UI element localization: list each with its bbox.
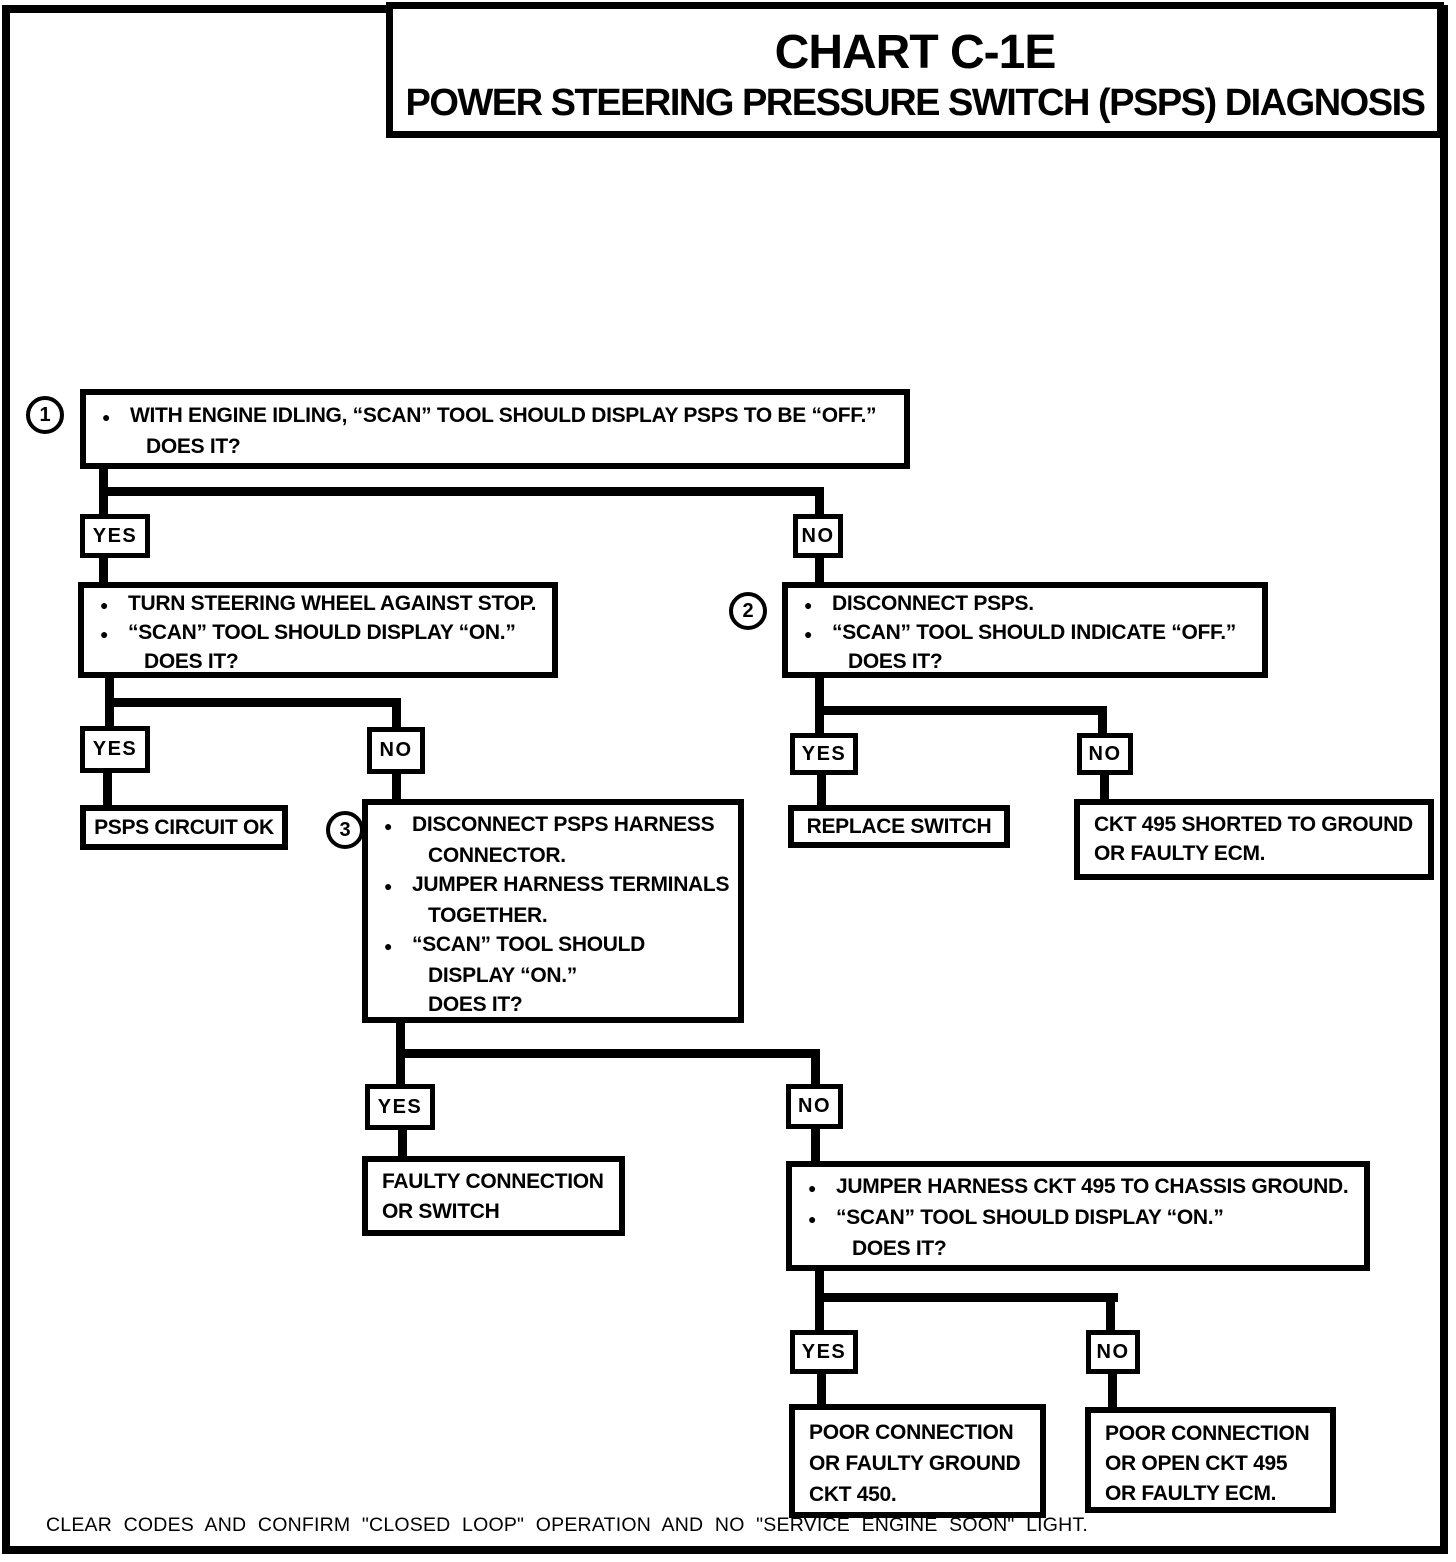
connector-line (817, 1373, 826, 1405)
connector-line (817, 774, 826, 806)
bullet-icon: ● (804, 597, 813, 613)
box-line: DOES IT? (852, 1237, 947, 1260)
result-box-ckt495-shorted: CKT 495 SHORTED TO GROUND OR FAULTY ECM. (1074, 799, 1434, 880)
yes-label-3: YES (790, 733, 858, 775)
connector-line (1108, 1373, 1117, 1408)
connector-line (1100, 774, 1109, 800)
connector-line (815, 715, 824, 734)
box-line: DISPLAY “ON.” (428, 964, 577, 987)
box-line: JUMPER HARNESS TERMINALS (412, 873, 730, 896)
connector-line (815, 496, 824, 516)
box-line: REPLACE SWITCH (806, 814, 992, 838)
step-number-3: 3 (326, 811, 364, 849)
box-line: OR OPEN CKT 495 (1105, 1452, 1288, 1475)
connector-line (396, 1022, 405, 1054)
connector-line (815, 1270, 824, 1298)
connector-line (99, 496, 108, 516)
box-line: DOES IT? (146, 435, 241, 458)
box-line: DISCONNECT PSPS. (832, 592, 1034, 615)
connector-line (105, 676, 114, 702)
bullet-icon: ● (808, 1180, 817, 1196)
yes-label-4: YES (365, 1084, 435, 1130)
connector-line (99, 487, 824, 496)
connector-line (396, 1049, 820, 1058)
decision-box-disconnect-harness: ● DISCONNECT PSPS HARNESS CONNECTOR. ● JUM… (362, 799, 744, 1023)
yes-label-5: YES (790, 1330, 858, 1374)
decision-box-turn-wheel: ● TURN STEERING WHEEL AGAINST STOP. ● “SCA… (78, 582, 558, 678)
no-label-2: NO (367, 727, 425, 774)
result-box-replace-switch: REPLACE SWITCH (788, 805, 1010, 848)
box-line: OR FAULTY GROUND (809, 1452, 1021, 1475)
connector-line (815, 556, 824, 583)
box-line: “SCAN” TOOL SHOULD INDICATE “OFF.” (832, 621, 1236, 644)
box-line: OR FAULTY ECM. (1105, 1482, 1277, 1505)
connector-line (103, 772, 112, 806)
no-label-1: NO (793, 514, 843, 558)
box-line: CKT 495 SHORTED TO GROUND (1094, 813, 1413, 836)
connector-line (811, 1058, 820, 1085)
box-line: DOES IT? (848, 650, 943, 673)
connector-line (396, 1058, 405, 1085)
connector-line (398, 1129, 407, 1157)
connector-line (815, 1293, 1118, 1302)
box-line: “SCAN” TOOL SHOULD DISPLAY “ON.” (836, 1206, 1224, 1229)
step-number-2: 2 (729, 592, 767, 630)
box-line: DISCONNECT PSPS HARNESS (412, 813, 715, 836)
box-line: TOGETHER. (428, 904, 548, 927)
decision-box-disconnect-psps: ● DISCONNECT PSPS. ● “SCAN” TOOL SHOULD IN… (782, 582, 1268, 678)
yes-label-2: YES (80, 726, 150, 773)
box-line: OR FAULTY ECM. (1094, 842, 1266, 865)
box-line: CKT 450. (809, 1483, 897, 1506)
connector-line (815, 676, 824, 714)
box-line: DOES IT? (144, 650, 239, 673)
decision-box-jumper-ground: ● JUMPER HARNESS CKT 495 TO CHASSIS GROUN… (786, 1161, 1370, 1271)
box-line: TURN STEERING WHEEL AGAINST STOP. (128, 592, 537, 615)
chart-subtitle: POWER STEERING PRESSURE SWITCH (PSPS) DI… (405, 82, 1426, 124)
connector-line (815, 706, 1107, 715)
page-border (2, 5, 1448, 1554)
bullet-icon: ● (804, 626, 813, 642)
connector-line (105, 707, 114, 727)
box-line: “SCAN” TOOL SHOULD DISPLAY “ON.” (128, 621, 516, 644)
chart-title: CHART C-1E (774, 26, 1057, 79)
box-line: FAULTY CONNECTION (382, 1170, 604, 1193)
bullet-icon: ● (384, 878, 393, 894)
step-number-1: 1 (26, 396, 64, 434)
result-box-poor-open: POOR CONNECTION OR OPEN CKT 495 OR FAULT… (1085, 1407, 1336, 1513)
result-box-psps-circuit-ok: PSPS CIRCUIT OK (80, 805, 288, 850)
bullet-icon: ● (808, 1211, 817, 1227)
bullet-icon: ● (100, 597, 109, 613)
no-label-3: NO (1077, 733, 1133, 775)
result-box-faulty-connection: FAULTY CONNECTION OR SWITCH (362, 1156, 625, 1236)
connector-line (815, 1302, 824, 1331)
result-box-poor-ground: POOR CONNECTION OR FAULTY GROUND CKT 450… (789, 1404, 1046, 1518)
box-line: “SCAN” TOOL SHOULD (412, 933, 646, 956)
bullet-icon: ● (384, 818, 393, 834)
box-line: DOES IT? (428, 993, 523, 1016)
box-line: POOR CONNECTION (1105, 1422, 1310, 1445)
bullet-icon: ● (102, 409, 111, 425)
connector-line (392, 707, 401, 728)
connector-line (1098, 715, 1107, 734)
box-line: JUMPER HARNESS CKT 495 TO CHASSIS GROUND… (836, 1175, 1349, 1198)
connector-line (811, 1128, 820, 1162)
connector-line (99, 466, 108, 492)
no-label-4: NO (786, 1084, 843, 1129)
yes-label-1: YES (80, 514, 150, 558)
chart-title-box: CHART C-1E POWER STEERING PRESSURE SWITC… (386, 2, 1444, 138)
footer-note: CLEAR CODES AND CONFIRM "CLOSED LOOP" OP… (46, 1514, 1088, 1536)
box-line: WITH ENGINE IDLING, “SCAN” TOOL SHOULD D… (130, 404, 877, 427)
connector-line (1106, 1302, 1115, 1331)
box-line: OR SWITCH (382, 1200, 500, 1223)
bullet-icon: ● (384, 938, 393, 954)
decision-box-engine-idling: ● WITH ENGINE IDLING, “SCAN” TOOL SHOULD … (80, 389, 910, 469)
box-line: PSPS CIRCUIT OK (94, 815, 274, 839)
connector-line (105, 698, 401, 707)
connector-line (392, 773, 401, 801)
box-line: POOR CONNECTION (809, 1421, 1014, 1444)
no-label-5: NO (1086, 1330, 1140, 1374)
bullet-icon: ● (100, 626, 109, 642)
connector-line (99, 556, 108, 583)
box-line: CONNECTOR. (428, 844, 566, 867)
